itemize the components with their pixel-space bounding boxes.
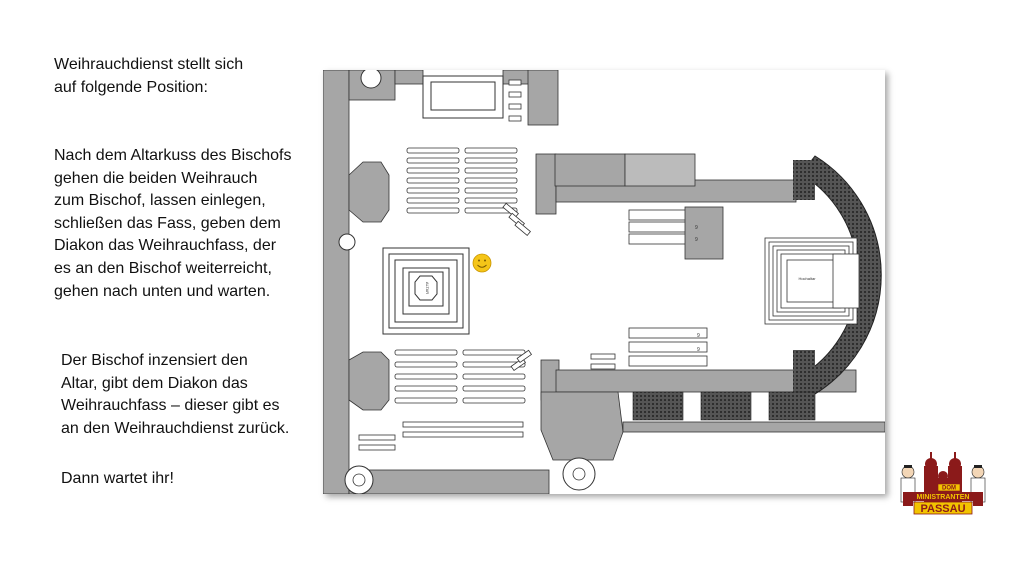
cathedral-floor-plan: ALTAR 9 9 9 9 Hochaltar bbox=[323, 70, 885, 494]
text-line: schließen das Fass, geben dem bbox=[54, 214, 281, 232]
text-line: Der Bischof inzensiert den bbox=[61, 352, 248, 369]
pew-label: 9 bbox=[697, 333, 700, 339]
seats-top bbox=[508, 79, 522, 122]
pew-label: 9 bbox=[695, 237, 698, 243]
choir-pews-upper bbox=[628, 209, 700, 245]
logo-line-dom: DOM bbox=[942, 486, 956, 492]
text-line: Diakon das Weihrauchfass, der bbox=[54, 237, 277, 255]
altar-label: ALTAR bbox=[425, 282, 430, 294]
text-line: Dann wartet ihr! bbox=[61, 470, 174, 487]
text-line: gehen die beiden Weihrauch bbox=[54, 169, 258, 187]
instruction-incensing: Der Bischof inzensiert den Altar, gibt d… bbox=[61, 350, 289, 440]
choir-pews-lower bbox=[628, 327, 708, 367]
staircase bbox=[360, 70, 382, 89]
text-line: Altar, gibt dem Diakon das bbox=[61, 374, 248, 392]
instruction-wait: Dann wartet ihr! bbox=[61, 468, 174, 491]
pews-lower bbox=[358, 349, 526, 451]
pews-upper bbox=[406, 147, 518, 214]
text-line: auf folgende Position: bbox=[54, 78, 208, 96]
staircase bbox=[344, 465, 374, 494]
pew-label: 9 bbox=[695, 225, 698, 231]
instruction-position: Weihrauchdienst stellt sich auf folgende… bbox=[54, 54, 243, 99]
walls bbox=[323, 70, 885, 494]
text-line: gehen nach unten und warten. bbox=[54, 282, 271, 300]
apse bbox=[793, 155, 882, 395]
smiley-icon bbox=[472, 253, 492, 273]
text-line: Weihrauchfass – dieser gibt es bbox=[61, 397, 280, 415]
logo-line-ministranten: MINISTRANTEN bbox=[917, 494, 970, 501]
high-altar bbox=[764, 237, 860, 325]
text-line: Weihrauchdienst stellt sich bbox=[54, 56, 244, 73]
staircase bbox=[562, 457, 596, 491]
hochaltar-label: Hochaltar bbox=[798, 276, 816, 281]
text-line: es an den Bischof weiterreicht, bbox=[54, 259, 272, 277]
text-line: an den Weihrauchdienst zurück. bbox=[61, 419, 290, 437]
logo-line-passau: PASSAU bbox=[920, 503, 965, 515]
ministranten-logo: DOM MINISTRANTEN PASSAU bbox=[894, 448, 992, 516]
altar-platform bbox=[382, 247, 470, 335]
organ-gallery bbox=[422, 75, 504, 119]
text-line: zum Bischof, lassen einlegen, bbox=[54, 192, 266, 210]
diagonal-seats bbox=[502, 202, 533, 372]
pew-label: 9 bbox=[697, 347, 700, 353]
instruction-after-altar-kiss: Nach dem Altarkuss des Bischofs gehen di… bbox=[54, 145, 291, 303]
font-circle bbox=[338, 233, 356, 251]
choir-stall-blocks bbox=[632, 391, 816, 421]
text-line: Nach dem Altarkuss des Bischofs bbox=[54, 147, 292, 164]
